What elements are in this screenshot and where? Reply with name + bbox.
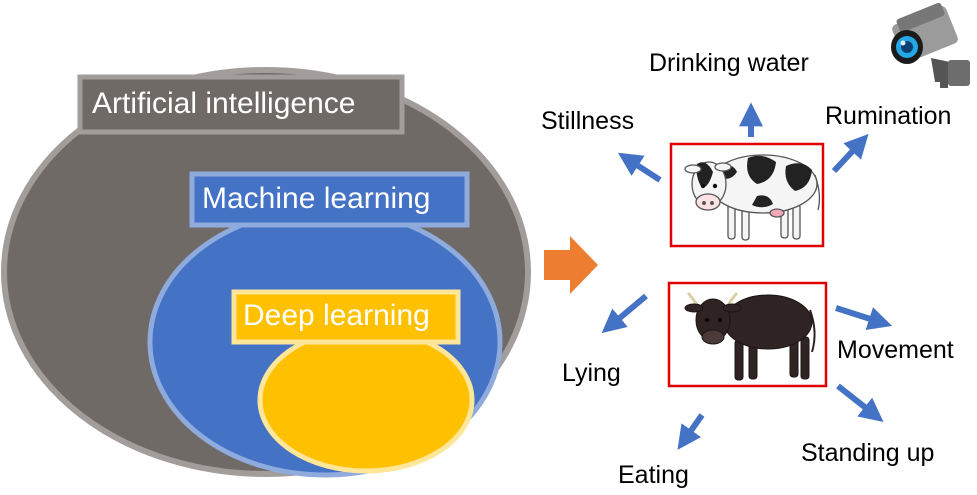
ml-label-box (189, 171, 470, 228)
arrow-stillness (617, 152, 662, 183)
ai-label: Artificial intelligence (92, 87, 356, 120)
right-arrow-icon (544, 236, 598, 294)
dl-ellipse (257, 326, 475, 474)
behavior-arrows (601, 102, 893, 450)
ai-label-box (77, 74, 405, 135)
black-cow-illustration (684, 291, 816, 381)
behavior-standing: Standing up (801, 439, 935, 467)
behavior-eating: Eating (618, 461, 689, 489)
behavior-movement: Movement (837, 336, 954, 364)
behavior-rumination: Rumination (825, 102, 952, 130)
arrow-movement (835, 305, 893, 331)
behavior-stillness: Stillness (541, 107, 635, 135)
dl-label-box (231, 289, 461, 345)
arrow-eating (677, 413, 705, 450)
arrow-standing (836, 383, 884, 422)
behavior-drinking: Drinking water (649, 49, 809, 77)
arrow-rumination (831, 133, 869, 174)
security-camera-icon (891, 2, 970, 88)
ml-label: Machine learning (202, 182, 431, 215)
holstein-cow-illustration (684, 154, 821, 241)
behavior-lying: Lying (562, 359, 621, 387)
dl-label: Deep learning (243, 299, 430, 332)
arrow-lying (601, 293, 648, 334)
